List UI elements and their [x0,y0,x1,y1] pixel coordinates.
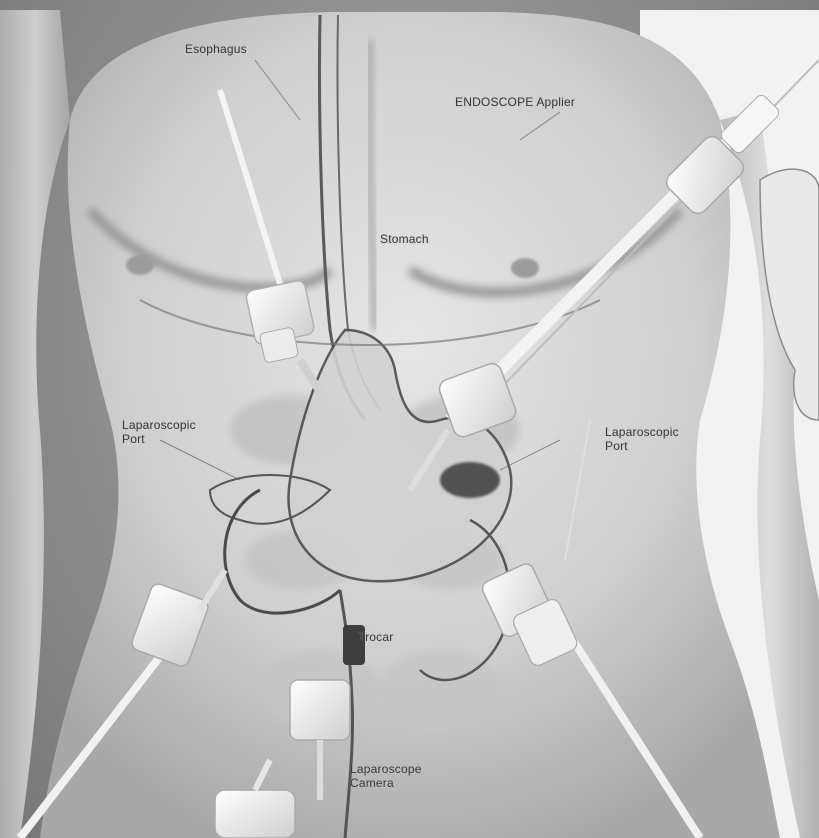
laparoscope-camera-label: Laparoscope Camera [350,762,446,790]
esophagus-label: Esophagus [185,42,247,56]
left-arm [0,10,70,838]
left-port-label: Laparoscopic Port [122,418,218,446]
endoscope-applier-label: ENDOSCOPE Applier [455,95,575,109]
right-port-label: Laparoscopic Port [605,425,701,453]
trocar-label: Trocar [358,630,393,644]
stomach-label: Stomach [380,232,429,246]
right-nipple [511,258,539,278]
left-nipple [126,255,154,275]
tissue-dark-spot [440,462,500,498]
